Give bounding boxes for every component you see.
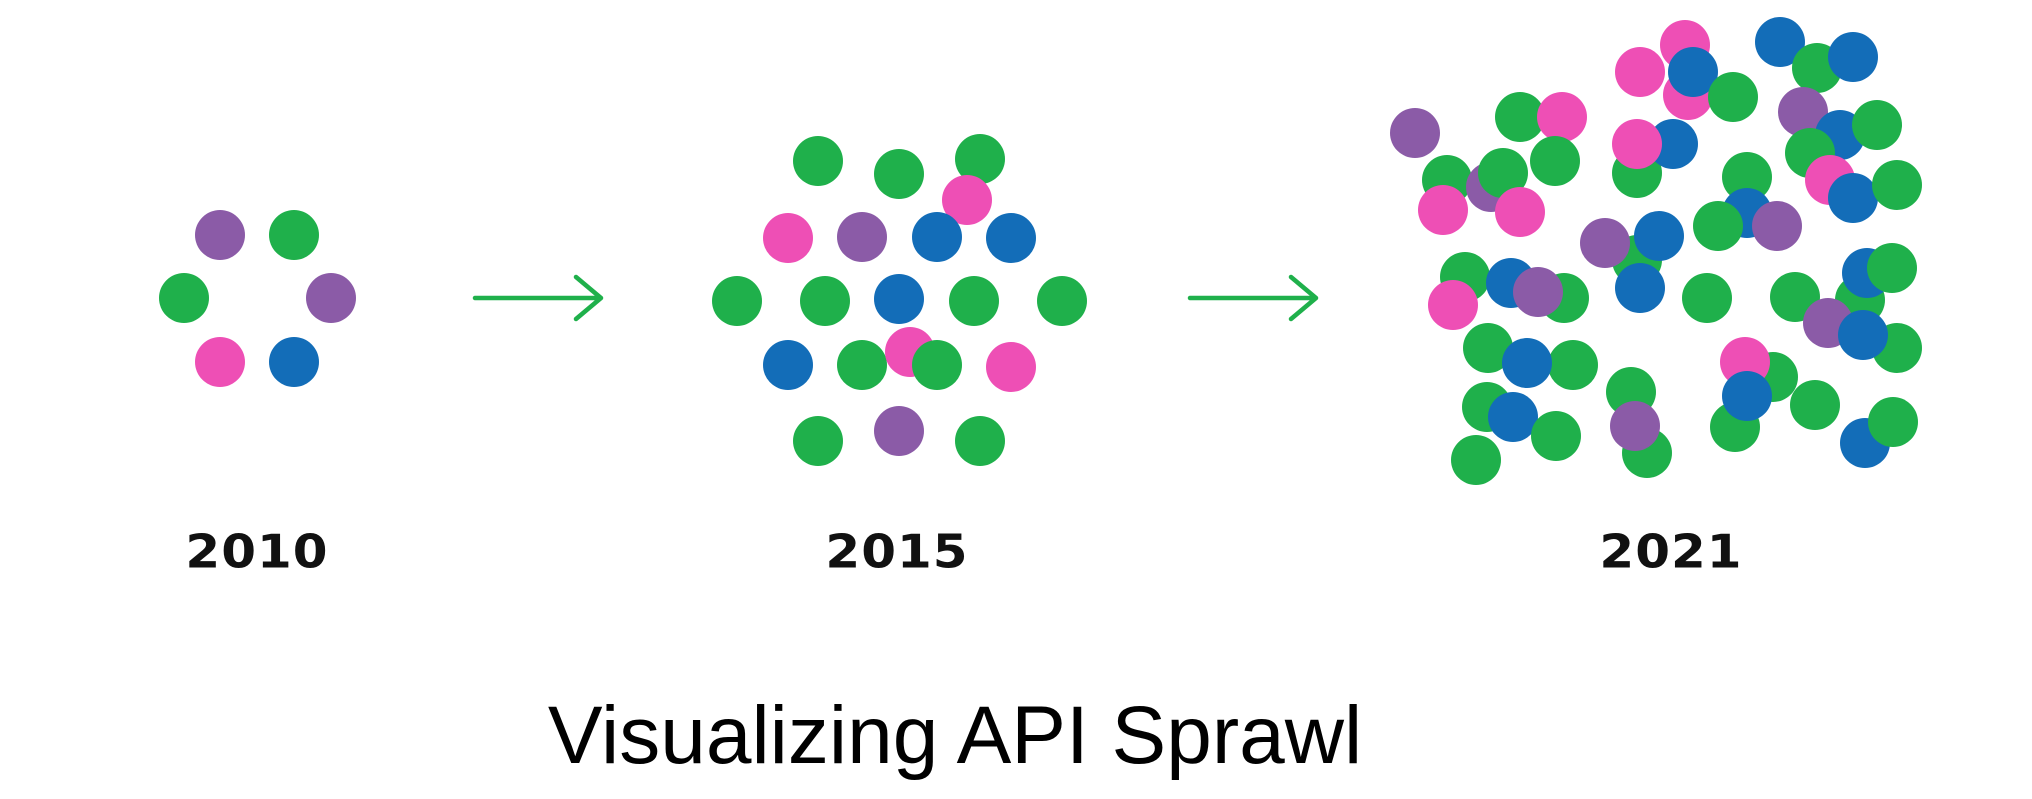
arrow-right-icon [472, 274, 604, 322]
api-dot-blue [1502, 338, 1552, 388]
api-dot-blue [874, 274, 924, 324]
api-dot-green [1693, 201, 1743, 251]
api-dot-purple [874, 406, 924, 456]
diagram-title: Visualizing API Sprawl [547, 690, 1363, 781]
api-dot-green [1722, 152, 1772, 202]
api-dot-blue [1634, 211, 1684, 261]
api-dot-green [955, 416, 1005, 466]
api-dot-blue [1722, 371, 1772, 421]
cluster-2015 [712, 134, 1087, 466]
api-dot-purple [306, 273, 356, 323]
api-dot-pink [195, 337, 245, 387]
api-dot-green [1495, 92, 1545, 142]
api-dot-purple [1778, 87, 1828, 137]
api-dot-pink [1612, 119, 1662, 169]
api-dot-green [955, 134, 1005, 184]
year-label-2015: 2015 [825, 525, 969, 579]
api-dot-green [1037, 276, 1087, 326]
api-dot-green [1530, 136, 1580, 186]
api-dot-blue [986, 213, 1036, 263]
api-dot-pink [1537, 92, 1587, 142]
api-dot-purple [1610, 401, 1660, 451]
year-label-2010: 2010 [185, 525, 329, 579]
api-dot-green [712, 276, 762, 326]
api-dot-green [1531, 411, 1581, 461]
api-dot-blue [1648, 119, 1698, 169]
api-dot-purple [837, 212, 887, 262]
api-dot-blue [1838, 310, 1888, 360]
api-dot-pink [1615, 47, 1665, 97]
api-dot-pink [763, 213, 813, 263]
api-dot-purple [1580, 218, 1630, 268]
api-dot-purple [195, 210, 245, 260]
api-dot-pink [942, 175, 992, 225]
api-dot-pink [1495, 187, 1545, 237]
year-label-2021: 2021 [1599, 525, 1743, 579]
api-dot-pink [1428, 280, 1478, 330]
api-dot-green [1708, 72, 1758, 122]
api-dot-green [1478, 148, 1528, 198]
api-dot-blue [1668, 47, 1718, 97]
api-dot-green [1852, 100, 1902, 150]
arrows [472, 274, 1319, 322]
api-dot-blue [1488, 392, 1538, 442]
api-dot-green [1868, 397, 1918, 447]
api-dot-purple [1390, 108, 1440, 158]
api-dot-purple [1513, 267, 1563, 317]
cluster-2010 [159, 210, 356, 387]
api-dot-green [874, 149, 924, 199]
api-dot-purple [1752, 201, 1802, 251]
api-dot-green [159, 273, 209, 323]
api-dot-green [1872, 160, 1922, 210]
api-dot-blue [1755, 17, 1805, 67]
api-dot-blue [1828, 173, 1878, 223]
api-dot-green [1548, 340, 1598, 390]
api-dot-green [1451, 435, 1501, 485]
api-dot-blue [269, 337, 319, 387]
arrow-right-icon [1187, 274, 1319, 322]
api-dot-pink [986, 342, 1036, 392]
api-dot-green [1790, 380, 1840, 430]
api-dot-green [793, 416, 843, 466]
api-dot-green [949, 276, 999, 326]
api-dot-green [1682, 273, 1732, 323]
api-dot-green [269, 210, 319, 260]
api-dot-green [1463, 323, 1513, 373]
api-dot-blue [1828, 32, 1878, 82]
api-dot-blue [1615, 263, 1665, 313]
api-dot-blue [912, 212, 962, 262]
api-dot-green [837, 340, 887, 390]
api-dot-pink [1418, 185, 1468, 235]
api-dot-blue [763, 340, 813, 390]
api-dot-green [800, 276, 850, 326]
api-dot-green [793, 136, 843, 186]
cluster-2021 [1390, 17, 1922, 485]
api-dot-green [912, 340, 962, 390]
api-dot-green [1867, 243, 1917, 293]
